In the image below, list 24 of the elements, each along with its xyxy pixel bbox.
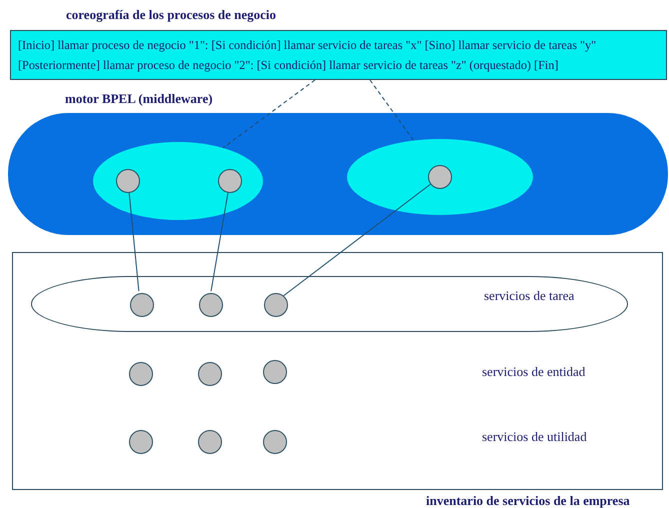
service-circle <box>130 293 154 317</box>
service-circle <box>263 430 287 454</box>
service-circle <box>263 360 287 384</box>
service-circle <box>129 362 153 386</box>
layer-label: servicios de entidad <box>482 364 586 380</box>
connector-line <box>370 80 414 142</box>
connector-line <box>128 192 140 292</box>
layer-label: servicios de utilidad <box>482 429 587 445</box>
service-circle <box>116 169 140 193</box>
heading: inventario de servicios de la empresa <box>426 493 630 508</box>
connector-line <box>210 192 228 292</box>
service-circle <box>198 362 222 386</box>
service-circle <box>198 430 222 454</box>
layer-label: servicios de tarea <box>484 288 574 304</box>
service-circle <box>199 293 223 317</box>
choreography-text: [Inicio] llamar proceso de negocio "1": [Si condición] llamar servicio de tareas "x" [Sino] llamar servicio de tareas "y" [Posteriormente] llamar proceso de negocio "2": [Si condición] llamar servicio de tareas "z" (orquestado) [Fin] <box>18 37 598 74</box>
connector-line <box>222 80 316 148</box>
connector-line <box>283 184 431 296</box>
heading: coreografía de los procesos de negocio <box>66 7 276 23</box>
heading: motor BPEL (middleware) <box>65 91 213 107</box>
service-circle <box>428 165 452 189</box>
service-circle <box>264 293 288 317</box>
service-circle <box>218 169 242 193</box>
service-circle <box>129 430 153 454</box>
